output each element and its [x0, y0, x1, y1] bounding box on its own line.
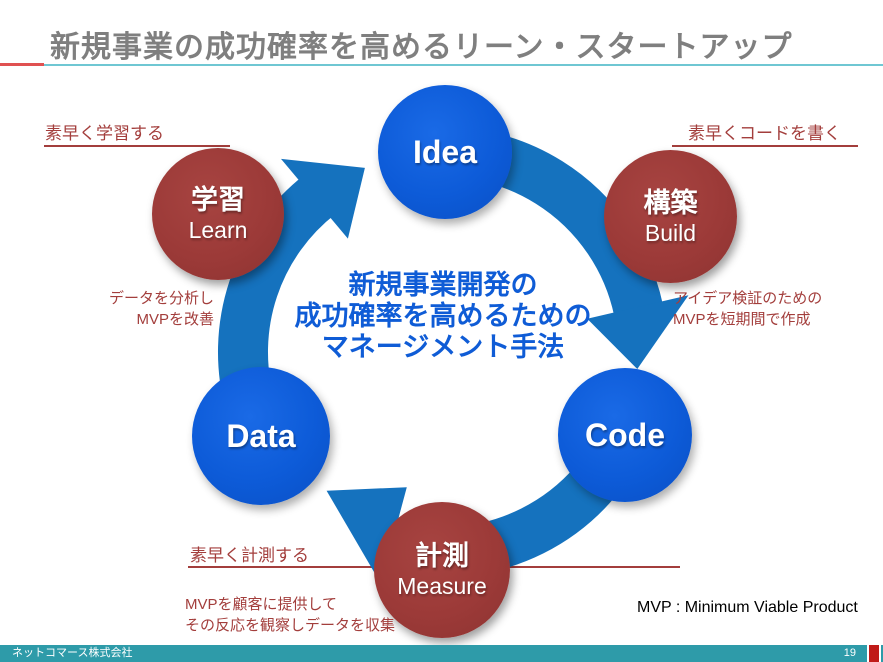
center-statement: 新規事業開発の 成功確率を高めるための マネージメント手法 [243, 270, 643, 363]
footer-page-number: 19 [843, 647, 856, 659]
node-data: Data [192, 367, 330, 505]
annotation-measure-note-line2: その反応を観察しデータを収集 [185, 617, 396, 634]
arrowhead-to-idea [281, 158, 365, 239]
node-build-label-en: Build [644, 219, 697, 246]
node-measure: 計測 Measure [374, 502, 510, 638]
mvp-definition: MVP : Minimum Viable Product [637, 599, 858, 616]
annotation-learn-note-line1: データを分析し [108, 290, 214, 307]
learn-fast-underline [44, 145, 230, 147]
node-code-label: Code [585, 416, 665, 453]
annotation-measure-note: MVPを顧客に提供して その反応を観察しデータを収集 [185, 594, 395, 636]
title-underline-teal [44, 64, 883, 66]
annotation-learn-fast: 素早く学習する [45, 124, 164, 143]
node-measure-label-en: Measure [397, 573, 487, 599]
arrowhead-to-code [587, 295, 689, 369]
page-title: 新規事業の成功確率を高めるリーン・スタートアップ [50, 31, 793, 64]
node-idea-label: Idea [412, 133, 478, 170]
title-underline-red [0, 63, 44, 66]
code-fast-underline [672, 145, 858, 147]
node-build: 構築 Build [604, 150, 737, 283]
annotation-build-note-line1: アイデア検証のための [673, 290, 823, 307]
annotation-build-note: アイデア検証のための MVPを短期間で作成 [673, 288, 822, 330]
center-statement-line1: 新規事業開発の [348, 270, 538, 300]
annotation-learn-note-line2: MVPを改善 [136, 311, 214, 328]
center-statement-line2: 成功確率を高めるための [294, 301, 592, 331]
annotation-measure-fast: 素早く計測する [190, 546, 309, 565]
node-learn-label-ja: 学習 [191, 185, 245, 215]
center-statement-line3: マネージメント手法 [321, 332, 565, 362]
annotation-learn-note: データを分析し MVPを改善 [88, 288, 214, 330]
node-measure-label-ja: 計測 [415, 541, 469, 571]
annotation-code-fast: 素早くコードを書く [688, 124, 841, 143]
node-learn: 学習 Learn [152, 148, 284, 280]
footer-company-name: ネットコマース株式会社 [12, 647, 133, 659]
footer-red-accent [869, 645, 879, 662]
node-idea: Idea [378, 85, 512, 219]
node-learn-label-en: Learn [188, 217, 248, 243]
annotation-measure-note-line1: MVPを顧客に提供して [185, 596, 338, 613]
footer-bar: ネットコマース株式会社 19 [0, 645, 883, 662]
annotation-build-note-line2: MVPを短期間で作成 [673, 311, 811, 328]
node-data-label: Data [226, 417, 296, 454]
node-build-label-ja: 構築 [643, 187, 698, 218]
node-code: Code [558, 368, 692, 502]
